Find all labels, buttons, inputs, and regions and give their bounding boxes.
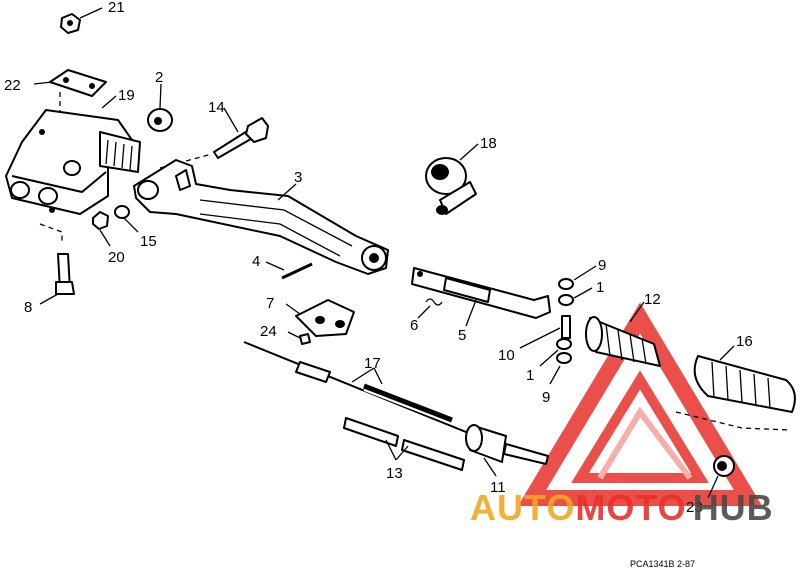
- part-23-cap: [713, 455, 735, 477]
- callout-5: 5: [458, 327, 466, 344]
- part-2-washer: [147, 108, 173, 132]
- part-10-pin: [561, 315, 571, 339]
- callout-12: 12: [644, 291, 661, 308]
- callout-3: 3: [294, 169, 302, 186]
- callout-14: 14: [208, 99, 225, 116]
- callout-13: 13: [386, 465, 403, 482]
- callout-19: 19: [118, 87, 135, 104]
- part-13-tubes: [343, 417, 465, 471]
- part-9-washer-upper: [558, 278, 574, 290]
- callout-9-upper: 9: [598, 257, 606, 274]
- part-12-throttle-grip: [585, 316, 661, 367]
- part-1-washer-lower: [556, 338, 572, 350]
- part-16-grip: [693, 355, 796, 413]
- leader-lines: [33, 7, 735, 499]
- callout-23: 23: [686, 499, 703, 516]
- watermark-triangle-logo: [517, 302, 763, 506]
- part-14-bolt: [159, 117, 269, 169]
- callout-1-lower: 1: [526, 367, 534, 384]
- callout-11: 11: [490, 479, 506, 496]
- part-4-pin: [281, 262, 313, 280]
- callout-20: 20: [108, 249, 125, 266]
- callout-7: 7: [266, 295, 274, 312]
- part-18-bearing: [425, 157, 477, 215]
- part-19-bracket: [5, 109, 141, 215]
- part-7-bracket: [295, 299, 355, 337]
- part-21-nut: [60, 13, 81, 34]
- part-1-washer-upper: [558, 294, 574, 306]
- part-20-nut: [92, 211, 109, 230]
- part-24-screw: [299, 333, 311, 345]
- callout-17: 17: [364, 355, 381, 372]
- part-15-washer: [114, 205, 130, 219]
- part-3-tiller-arm: [133, 159, 389, 275]
- part-22-plate: [49, 69, 107, 97]
- callout-9-lower: 9: [542, 389, 550, 406]
- callout-15: 15: [140, 233, 157, 250]
- callout-numbers: 21 22 19 2 14 18 3 20 15 8 4 9 1 12 7 16…: [4, 0, 753, 516]
- watermark-auto: AUTO: [470, 487, 575, 528]
- callout-22: 22: [4, 77, 21, 94]
- part-5-shaft: [411, 267, 551, 319]
- part-11-throttle-tube: [465, 424, 549, 465]
- part-8-bolt: [55, 253, 75, 295]
- watermark-hub: HUB: [693, 487, 774, 528]
- callout-24: 24: [260, 323, 277, 340]
- callout-2: 2: [155, 69, 163, 86]
- drawing-code-caption: PCA1341B 2-87: [630, 559, 695, 569]
- callout-1-upper: 1: [596, 279, 604, 296]
- callout-10: 10: [498, 347, 515, 364]
- callout-4: 4: [252, 253, 260, 270]
- callout-18: 18: [480, 135, 497, 152]
- part-6-pin: [425, 298, 443, 306]
- callout-16: 16: [736, 333, 753, 350]
- part-9-washer-lower: [556, 352, 572, 364]
- callout-8: 8: [24, 299, 32, 316]
- callout-21: 21: [108, 0, 125, 16]
- watermark-moto: MOTO: [575, 487, 686, 528]
- callout-6: 6: [410, 317, 418, 334]
